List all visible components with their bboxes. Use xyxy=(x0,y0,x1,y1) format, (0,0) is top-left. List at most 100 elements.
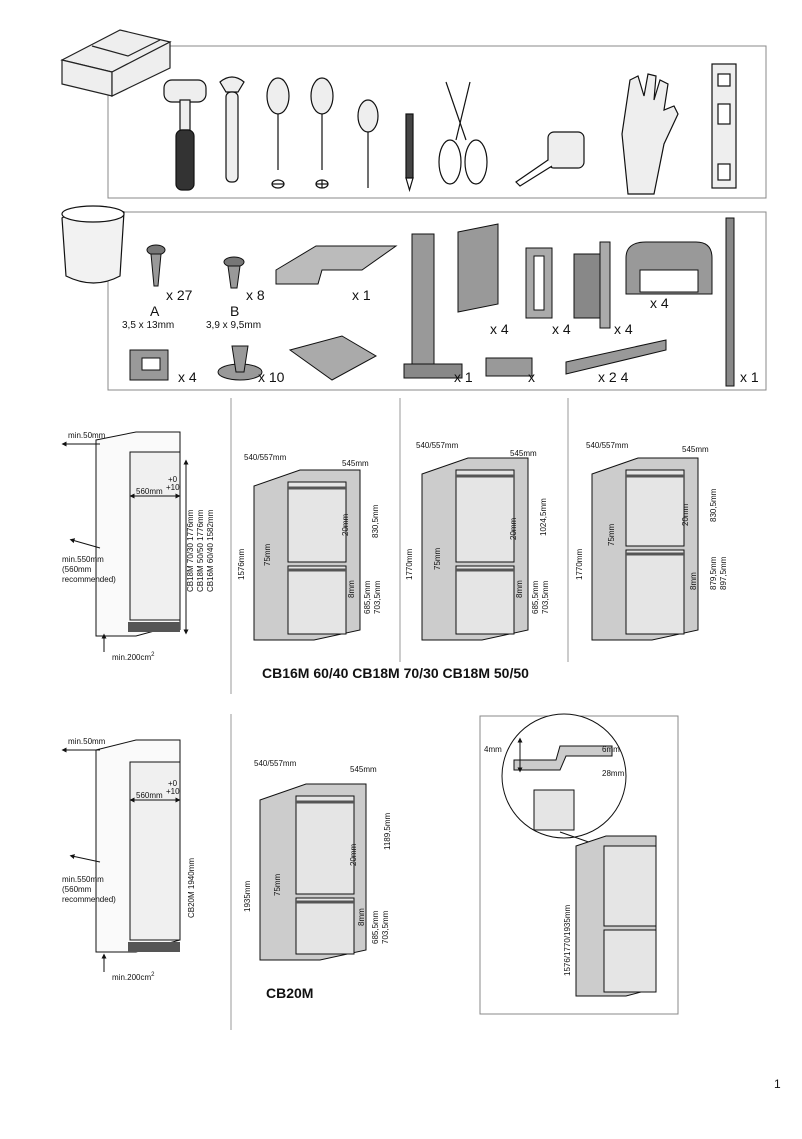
scissors-icon xyxy=(438,81,488,185)
svg-text:8mm: 8mm xyxy=(347,580,356,598)
slide-icon xyxy=(565,339,667,375)
svg-text:75mm: 75mm xyxy=(433,547,442,570)
pencil-icon xyxy=(405,113,414,193)
cb16-height: 1576mm xyxy=(237,549,246,580)
svg-text:8mm: 8mm xyxy=(515,580,524,598)
screw-a-qty: x 27 xyxy=(166,287,193,303)
fridge-cb20m: 540/557mm 545mm 1935mm 1189,5mm 20mm 75m… xyxy=(243,759,392,961)
svg-text:min.550mm: min.550mm xyxy=(62,875,104,884)
parts-section: x 27 A 3,5 x 13mm x 8 B 3,9 x 9,5mm x 1 … xyxy=(61,205,767,391)
screw-a-icon xyxy=(146,244,166,287)
svg-text:545mm: 545mm xyxy=(350,765,377,774)
svg-text:20mm: 20mm xyxy=(681,503,690,526)
svg-text:75mm: 75mm xyxy=(273,873,282,896)
slide-qty: x 2 4 xyxy=(598,369,629,385)
svg-text:(560mm: (560mm xyxy=(62,885,92,894)
cb16-width: 540/557mm xyxy=(244,453,287,462)
cover-plate-qty: x 1 xyxy=(352,287,371,303)
fridge-cb18m-50-50: 540/557mm 545mm 1770mm 830,5mm 20mm 75mm… xyxy=(575,441,728,641)
detail-top: 6mm xyxy=(602,745,620,754)
screw-b-qty: x 8 xyxy=(246,287,265,303)
block-icon xyxy=(485,357,533,377)
svg-text:685,5mm: 685,5mm xyxy=(531,580,540,614)
screw-b-icon xyxy=(223,256,245,289)
plug-icon xyxy=(217,345,263,381)
svg-text:20mm: 20mm xyxy=(509,517,518,540)
niche-diagram-bottom: min.50mm 560mm +0 +10 CB20M 1940mm min.5… xyxy=(61,737,196,982)
spacer-qty: x 4 xyxy=(178,369,197,385)
svg-text:8mm: 8mm xyxy=(689,572,698,590)
vent-grille xyxy=(128,622,180,632)
svg-text:1935mm: 1935mm xyxy=(243,881,252,912)
cap-qty: x 4 xyxy=(650,295,669,311)
svg-text:min.50mm: min.50mm xyxy=(68,737,106,746)
detail-inset: 28mm xyxy=(602,769,625,778)
svg-text:830,5mm: 830,5mm xyxy=(709,488,718,522)
magnifier-circle xyxy=(501,713,627,839)
gloves-icon xyxy=(621,73,679,195)
plug-qty: x 10 xyxy=(258,369,285,385)
hinge-cover-icon xyxy=(573,241,611,329)
cb16-depth: 545mm xyxy=(342,459,369,468)
svg-text:8mm: 8mm xyxy=(357,908,366,926)
flat-screwdriver-icon xyxy=(266,77,290,189)
svg-text:+10: +10 xyxy=(166,483,180,492)
svg-text:685,5mm: 685,5mm xyxy=(371,910,380,944)
svg-text:703,5mm: 703,5mm xyxy=(373,580,382,614)
toolbox-icon xyxy=(60,29,172,97)
spacer-icon xyxy=(129,349,169,381)
screw-a-letter: A xyxy=(150,303,160,319)
tray-icon xyxy=(288,335,378,381)
niche-top-width: 560mm xyxy=(136,487,163,496)
svg-text:20mm: 20mm xyxy=(349,843,358,866)
svg-text:703,5mm: 703,5mm xyxy=(541,580,550,614)
niche-diagram-top: min.50mm 560mm +0 +10 CB18M 70/30 1776mm… xyxy=(61,431,215,662)
svg-text:20mm: 20mm xyxy=(341,513,350,536)
rail-qty: x 1 xyxy=(454,369,473,385)
fridge-cb18m-70-30: 540/557mm 545mm 1770mm 1024,5mm 20mm 75m… xyxy=(405,441,550,641)
detail-gap-left: 4mm xyxy=(484,745,502,754)
niche-top-vent: min.200cm2 xyxy=(112,652,155,662)
detail-heights: 1576/1770/1935mm xyxy=(563,905,572,977)
niche-top-heights: CB18M 70/30 1776mm CB18M 50/50 1776mm CB… xyxy=(186,509,215,592)
fridge-cb16m: 540/557mm 545mm 1576mm 830,5mm 20mm 75mm… xyxy=(237,453,382,641)
dividers xyxy=(230,398,569,1030)
svg-text:685,5mm: 685,5mm xyxy=(363,580,372,614)
cb16-upper: 830,5mm xyxy=(371,504,380,538)
svg-text:545mm: 545mm xyxy=(510,449,537,458)
tools-section xyxy=(60,29,767,199)
rail-icon xyxy=(403,233,463,379)
svg-text:CB18M 50/50 1776mm: CB18M 50/50 1776mm xyxy=(196,509,205,592)
detail-box: 4mm 6mm 28mm 1576/1770/1935mm xyxy=(479,713,679,1015)
svg-text:1770mm: 1770mm xyxy=(405,549,414,580)
hinge-cover-qty: x 4 xyxy=(614,321,633,337)
svg-text:CB16M 60/40 1582mm: CB16M 60/40 1582mm xyxy=(206,509,215,592)
clip-qty: x 4 xyxy=(552,321,571,337)
parts-bag-icon xyxy=(61,205,125,284)
niche-top-depth: min.550mm xyxy=(62,555,104,564)
svg-text:+0: +0 xyxy=(168,779,178,788)
svg-text:560mm: 560mm xyxy=(136,791,163,800)
svg-text:703,5mm: 703,5mm xyxy=(381,910,390,944)
tape-measure-icon xyxy=(515,131,585,187)
page-number: 1 xyxy=(774,1077,781,1091)
svg-text:540/557mm: 540/557mm xyxy=(254,759,297,768)
svg-text:(560mm: (560mm xyxy=(62,565,92,574)
awl-icon xyxy=(357,99,379,188)
cap-icon xyxy=(625,241,713,295)
models-top-caption: CB16M 60/40 CB18M 70/30 CB18M 50/50 xyxy=(262,665,529,681)
svg-text:1024,5mm: 1024,5mm xyxy=(539,498,548,536)
svg-text:recommended): recommended) xyxy=(62,895,116,904)
svg-text:540/557mm: 540/557mm xyxy=(586,441,629,450)
model-bottom-caption: CB20M xyxy=(266,985,313,1001)
svg-text:1770mm: 1770mm xyxy=(575,549,584,580)
svg-text:recommended): recommended) xyxy=(62,575,116,584)
svg-text:879,5mm: 879,5mm xyxy=(709,556,718,590)
niche-bottom-height: CB20M 1940mm xyxy=(187,858,196,918)
svg-text:545mm: 545mm xyxy=(682,445,709,454)
screw-b-letter: B xyxy=(230,303,239,319)
svg-text:75mm: 75mm xyxy=(607,523,616,546)
svg-text:+10: +10 xyxy=(166,787,180,796)
svg-text:CB18M 70/30 1776mm: CB18M 70/30 1776mm xyxy=(186,509,195,592)
